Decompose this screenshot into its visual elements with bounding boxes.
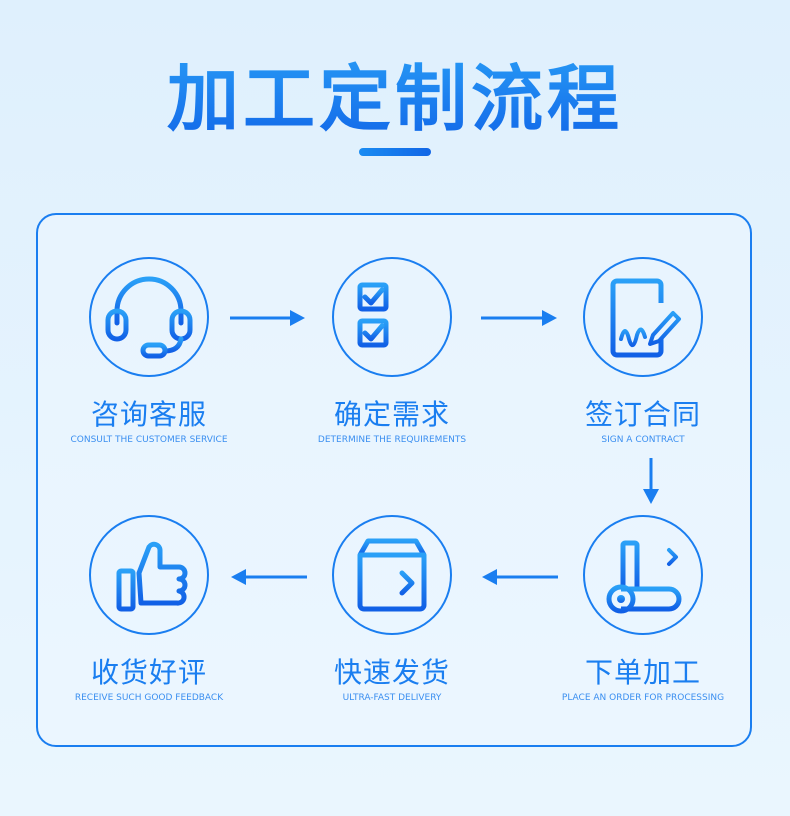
- step-3-title: 签订合同: [584, 398, 701, 431]
- step-6-subtitle: RECEIVE SUCH GOOD FEEDBACK: [74, 693, 224, 703]
- step-5-subtitle: ULTRA-FAST DELIVERY: [342, 693, 442, 703]
- step-4-title: 下单加工: [584, 656, 701, 689]
- step-4-circle: [583, 515, 703, 635]
- contract-sign-icon: [610, 278, 681, 358]
- step-1-title: 咨询客服: [90, 398, 207, 431]
- checklist-icon: [357, 282, 427, 348]
- step-2-title: 确定需求: [333, 398, 450, 431]
- step-2-circle: [332, 257, 452, 377]
- step-1-subtitle: CONSULT THE CUSTOMER SERVICE: [70, 435, 228, 445]
- page-title: 加工定制流程: [0, 40, 790, 145]
- step-3-circle: [583, 257, 703, 377]
- step-2-subtitle: DETERMINE THE REQUIREMENTS: [317, 435, 467, 445]
- step-6-circle: [89, 515, 209, 635]
- step-5-title: 快速发货: [333, 656, 450, 689]
- step-6-title: 收货好评: [90, 656, 207, 689]
- step-1-circle: [89, 257, 209, 377]
- thumbs-up-icon: [116, 541, 188, 612]
- step-3-subtitle: SIGN A CONTRACT: [601, 435, 685, 445]
- headset-icon: [105, 276, 193, 359]
- title-underline-divider: [359, 148, 431, 156]
- step-5-circle: [332, 515, 452, 635]
- delivery-box-icon: [357, 538, 427, 612]
- processing-machine-icon: [606, 540, 682, 614]
- step-4-subtitle: PLACE AN ORDER FOR PROCESSING: [561, 693, 725, 703]
